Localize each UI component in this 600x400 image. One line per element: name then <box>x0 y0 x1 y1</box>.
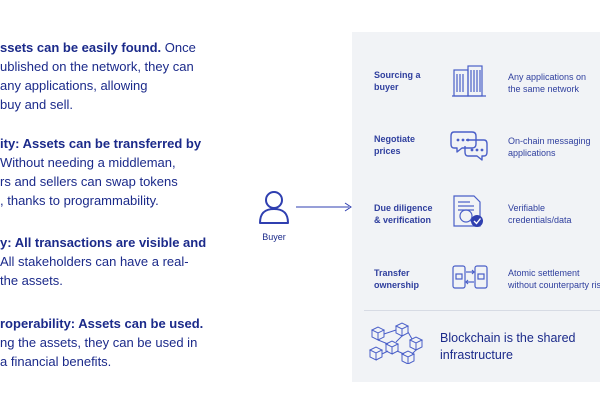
document-check-icon <box>453 195 483 227</box>
benefit-line: y: All transactions are visible and <box>0 233 235 252</box>
benefit-text: any applications, allowing <box>0 78 148 93</box>
step-label-sourcing: Sourcing a buyer <box>374 70 421 93</box>
buyer-node: Buyer <box>252 190 296 250</box>
step-label-line: ownership <box>374 279 420 290</box>
chat-bubbles-icon <box>450 131 488 161</box>
benefit-discoverability: ssets can be easily found. Once ublished… <box>0 38 235 114</box>
benefit-interoperability: roperability: Assets can be used. ng the… <box>0 314 235 371</box>
benefit-heading: roperability: Assets can be used. <box>0 316 204 331</box>
step-desc-transfer: Atomic settlement without counterparty r… <box>508 268 600 291</box>
benefit-line: All stakeholders can have a real- <box>0 252 235 271</box>
step-desc-line: Any applications on <box>508 72 587 82</box>
benefit-text: buy and sell. <box>0 97 73 112</box>
benefit-text: , thanks to programmability. <box>0 193 159 208</box>
benefit-line: ng the assets, they can be used in <box>0 333 235 352</box>
person-icon <box>259 191 289 224</box>
benefit-line: any applications, allowing <box>0 76 235 95</box>
step-label-line: Transfer <box>374 268 410 278</box>
step-desc-line: Verifiable <box>508 203 546 213</box>
step-label-line: & verification <box>374 214 432 225</box>
arrow-right-icon <box>296 202 352 212</box>
step-desc-sourcing: Any applications on the same network <box>508 72 586 95</box>
step-desc-line: Atomic settlement <box>508 268 580 278</box>
benefit-text: Once <box>161 40 196 55</box>
step-label-line: Sourcing a <box>374 70 421 80</box>
benefit-heading: ity: Assets can be transferred by <box>0 136 202 151</box>
process-panel: Sourcing a buyer Any applications on the… <box>352 32 600 382</box>
benefits-text-column: ssets can be easily found. Once ublished… <box>0 0 235 400</box>
buyer-label: Buyer <box>262 232 286 242</box>
benefit-line: buy and sell. <box>0 95 235 114</box>
benefit-line: ity: Assets can be transferred by <box>0 134 235 153</box>
benefit-transferability: ity: Assets can be transferred by Withou… <box>0 134 235 210</box>
benefit-text: ublished on the network, they can <box>0 59 194 74</box>
step-desc-line: On-chain messaging <box>508 136 591 146</box>
benefit-transparency: y: All transactions are visible and All … <box>0 233 235 290</box>
step-desc-line: the same network <box>508 83 580 94</box>
benefit-line: a financial benefits. <box>0 352 235 371</box>
benefit-line: ublished on the network, they can <box>0 57 235 76</box>
benefit-line: rs and sellers can swap tokens <box>0 172 235 191</box>
footer-text: Blockchain is the shared infrastructure <box>440 330 576 364</box>
step-label-due-diligence: Due diligence & verification <box>374 203 433 226</box>
step-label-line: Due diligence <box>374 203 433 213</box>
step-desc-due-diligence: Verifiable credentials/data <box>508 203 572 226</box>
step-label-line: Negotiate <box>374 134 416 144</box>
buildings-icon <box>452 65 486 97</box>
step-label-negotiate: Negotiate prices <box>374 134 415 157</box>
benefit-text: ng the assets, they can be used in <box>0 335 198 350</box>
wallet-exchange-icon <box>452 265 488 289</box>
panel-divider <box>364 310 600 311</box>
benefit-line: ssets can be easily found. Once <box>0 38 235 57</box>
benefit-text: the assets. <box>0 273 63 288</box>
benefit-text: All stakeholders can have a real- <box>0 254 189 269</box>
step-label-transfer: Transfer ownership <box>374 268 419 291</box>
footer-line: Blockchain is the shared <box>440 331 576 345</box>
step-desc-line: without counterparty ris <box>508 279 600 290</box>
benefit-line: roperability: Assets can be used. <box>0 314 235 333</box>
footer-line: infrastructure <box>440 348 513 362</box>
benefit-line: the assets. <box>0 271 235 290</box>
benefit-line: , thanks to programmability. <box>0 191 235 210</box>
step-label-line: prices <box>374 145 401 156</box>
benefit-heading: ssets can be easily found. <box>0 40 162 55</box>
step-label-line: buyer <box>374 81 399 92</box>
benefit-line: Without needing a middleman, <box>0 153 235 172</box>
benefit-text: a financial benefits. <box>0 354 112 369</box>
step-desc-negotiate: On-chain messaging applications <box>508 136 591 159</box>
step-desc-line: credentials/data <box>508 214 572 225</box>
blockchain-cubes-icon <box>368 322 424 364</box>
benefit-text: Without needing a middleman, <box>0 155 176 170</box>
benefit-text: rs and sellers can swap tokens <box>0 174 178 189</box>
benefit-heading: y: All transactions are visible and <box>0 235 207 250</box>
step-desc-line: applications <box>508 147 556 158</box>
